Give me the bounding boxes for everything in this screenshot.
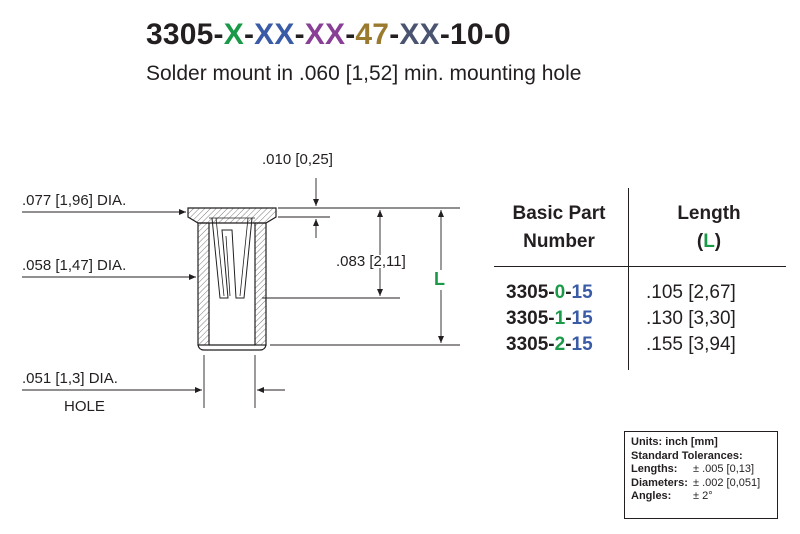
length-value: .130 [3,30] [646,308,736,329]
tolerance-row: Angles:± 2° [631,490,713,502]
part-number: 3305-0-15 [506,282,593,303]
part-outline [187,207,277,351]
title-dash: - [483,18,495,51]
table-header-part-number: Basic Part Number [512,203,606,252]
part-number: 3305-2-15 [506,334,593,355]
tolerance-heading: Standard Tolerances: [631,449,743,462]
dim-hole-label: HOLE [64,398,105,415]
title-seg-47: 47 [355,18,390,51]
title-seg-xx-2: XX [304,18,346,51]
body-wall-right [254,222,267,346]
dim-flange-dia-label: .077 [1,96] DIA. [22,192,126,209]
dim-body-dia-label: .058 [1,47] DIA. [22,257,126,274]
table-row: 3305-1-15 .130 [3,30] [494,308,786,334]
title-seg-10: 10 [450,18,484,51]
title-dash: - [243,18,255,51]
dim-hole-dia-label: .051 [1,3] DIA. [22,370,118,387]
tolerance-row: Lengths:± .005 [0,13] [631,463,755,475]
title-seg-xx-3: XX [399,18,440,51]
title-dash: - [389,18,400,51]
title-seg-0: 0 [494,18,511,51]
title-seg-1: 3305 [146,18,214,51]
title-seg-xx-1: XX [254,18,295,51]
title-dash: - [294,18,305,51]
title-dash: - [345,18,356,51]
title-seg-x: X [223,18,244,51]
body-bottom [197,344,267,351]
table-row: 3305-0-15 .105 [2,67] [494,282,786,308]
dim-flange-thickness-label: .010 [0,25] [262,151,333,168]
dim-flange-thickness [278,178,460,238]
length-value: .105 [2,67] [646,282,736,303]
title-dash: - [213,18,224,51]
contact-fingers-inner [215,217,249,297]
part-number: 3305-1-15 [506,308,593,329]
dim-length-symbol: L [434,269,445,289]
subtitle: Solder mount in .060 [1,52] min. mountin… [146,62,582,85]
tolerance-row: Diameters:± .002 [0,051] [631,476,761,489]
part-number-title: 3305-X-XX-XX-47-XX-10-0 [146,18,511,52]
length-value: .155 [3,94] [646,334,736,355]
dim-length [270,210,460,346]
contact-fingers [211,217,253,299]
table-divider-horizontal [494,266,786,267]
body-wall-left [197,222,210,346]
flange [187,207,277,224]
title-dash: - [439,18,451,51]
length-table: Basic Part Number Length (L) 3305-0-15 .… [494,188,786,370]
dim-insert-depth-label: .083 [2,11] [336,253,406,270]
dim-insert-depth [262,210,400,299]
table-header-length: Length (L) [677,203,741,252]
table-row: 3305-2-15 .155 [3,94] [494,334,786,360]
units-label: Units: inch [mm] [631,436,718,448]
tolerance-box: Units: inch [mm] Standard Tolerances: Le… [624,431,778,519]
dim-hole-dia [22,355,285,408]
table-divider-vertical [628,188,629,370]
